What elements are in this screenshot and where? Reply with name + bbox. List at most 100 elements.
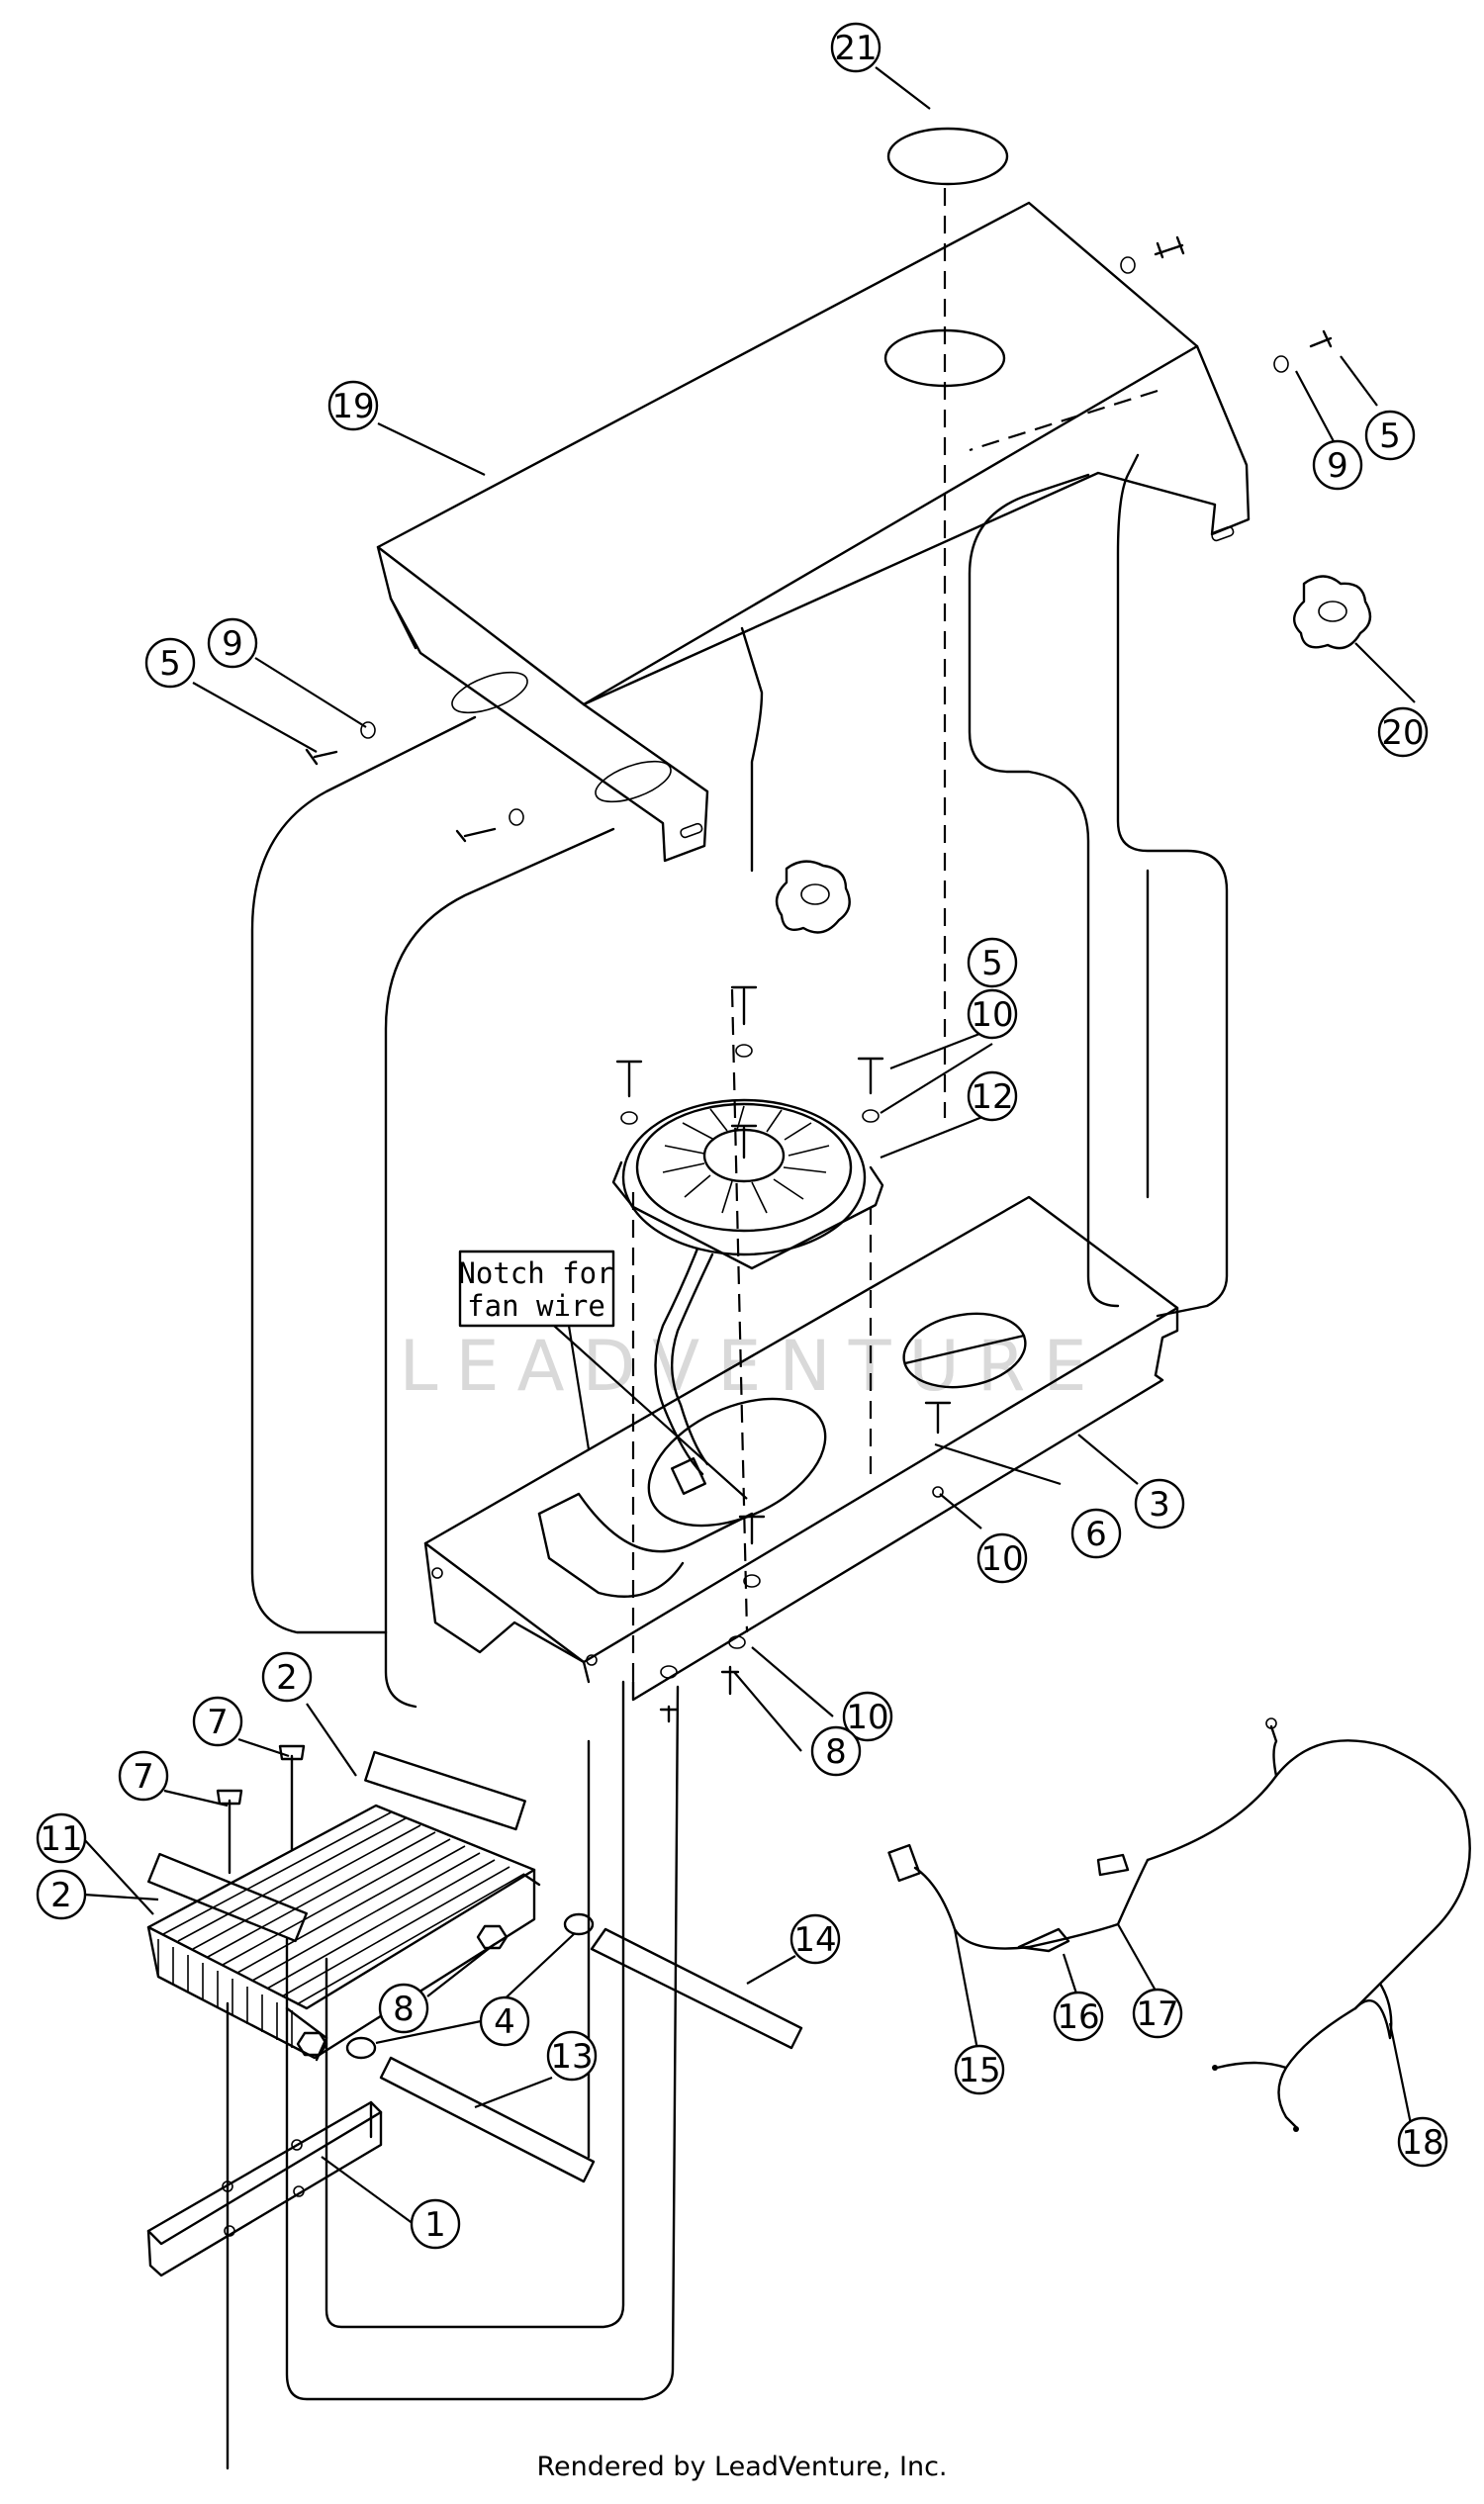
callout-2-pad-lower-circle (36, 1869, 87, 1920)
callout-13-hose-short-label: 13 (550, 2037, 593, 2077)
callout-8-nut-bracket: 8 (810, 1725, 862, 1777)
callout-3-bracket-label: 3 (1149, 1485, 1170, 1525)
callout-7-bolt-short: 7 (118, 1750, 169, 1802)
callout-14-hose-long-circle (789, 1913, 841, 1965)
callout-8-nut-bracket-circle (810, 1725, 862, 1777)
callout-10-fan-washer-label: 10 (971, 995, 1013, 1035)
callout-4-clamp: 4 (479, 1995, 530, 2047)
callout-7-bolt-long: 7 (192, 1696, 243, 1747)
callout-5-bolt-right-label: 5 (1379, 417, 1401, 456)
callout-1-channel-circle (410, 2198, 461, 2250)
callout-5-fan-bolt-label: 5 (981, 944, 1003, 983)
callout-16-clip-label: 16 (1057, 1997, 1099, 2037)
watermark-text: LEADVENTURE (399, 1326, 1104, 1407)
callout-11-cooler-label: 11 (40, 1819, 82, 1859)
callout-5-fan-bolt: 5 (967, 937, 1018, 988)
callout-9-washer-left-circle (207, 617, 258, 669)
knob-20-right (1293, 575, 1372, 650)
bolt-7-short (216, 1789, 243, 1875)
callout-15-harness: 15 (954, 2044, 1005, 2095)
callout-12-fan: 12 (967, 1070, 1018, 1122)
note-line-1: Notch for (458, 1256, 613, 1290)
callout-18-tie-label: 18 (1401, 2123, 1443, 2163)
cover-19 (376, 188, 1251, 1118)
callout-8-nut-bracket-label: 8 (825, 1732, 847, 1772)
clamp-4-a (563, 1912, 595, 1936)
callout-18-tie: 18 (1397, 2116, 1448, 2168)
callout-2-pad-upper-label: 2 (276, 1658, 298, 1698)
pad-2-lower (147, 1852, 308, 1943)
pad-2-upper (364, 1750, 526, 1831)
callout-4-clamp-label: 4 (494, 2002, 515, 2042)
callout-21-cap-label: 21 (834, 29, 877, 68)
callout-5-bolt-right-circle (1364, 410, 1416, 461)
callout-7-bolt-short-circle (118, 1750, 169, 1802)
callout-9-washer-right: 9 (1312, 439, 1363, 491)
callout-13-hose-short-circle (546, 2030, 598, 2082)
callout-14-hose-long-label: 14 (793, 1920, 836, 1960)
bolt-7-long (278, 1744, 306, 1852)
callout-5-bolt-right: 5 (1364, 410, 1416, 461)
leader-lines (82, 66, 1416, 2225)
callout-4-clamp-circle (479, 1995, 530, 2047)
callout-16-clip: 16 (1053, 1991, 1104, 2042)
callout-12-fan-circle (967, 1070, 1018, 1122)
callout-16-clip-circle (1053, 1991, 1104, 2042)
callout-17-clamp-label: 17 (1136, 1994, 1178, 2034)
callout-20-knob-circle (1377, 706, 1429, 758)
cap-21 (886, 127, 1009, 186)
cooler-11 (146, 1804, 541, 2062)
callout-8-nut-cooler-label: 8 (393, 1990, 415, 2029)
callout-20-knob: 20 (1377, 706, 1429, 758)
callout-9-washer-right-circle (1312, 439, 1363, 491)
credit-text: Rendered by LeadVenture, Inc. (536, 2452, 948, 2482)
callout-20-knob-label: 20 (1381, 713, 1424, 753)
callout-6-screw-label: 6 (1085, 1515, 1107, 1554)
knob-20-left (775, 860, 851, 934)
callout-10-washer-mid-label: 10 (980, 1539, 1023, 1579)
callout-2-pad-upper-circle (261, 1651, 313, 1703)
callout-10-fan-washer: 10 (967, 988, 1018, 1040)
callout-9-washer-left-label: 9 (222, 624, 243, 664)
callout-10-washer-mid-circle (976, 1532, 1028, 1584)
callout-15-harness-label: 15 (958, 2051, 1000, 2090)
clamp-4-b (345, 2036, 377, 2060)
note-line-2: fan wire (467, 1289, 605, 1323)
callout-5-fan-bolt-circle (967, 937, 1018, 988)
callout-10-washer-low: 10 (842, 1691, 893, 1742)
callout-6-screw: 6 (1070, 1508, 1122, 1559)
callout-11-cooler-circle (36, 1812, 87, 1864)
callout-19-cover: 19 (327, 380, 379, 431)
callout-12-fan-label: 12 (971, 1077, 1013, 1117)
callout-6-screw-circle (1070, 1508, 1122, 1559)
callout-19-cover-circle (327, 380, 379, 431)
nut-8-cooler-a (476, 1924, 509, 1950)
fan-12 (611, 1098, 884, 1495)
nut-8-cooler-b (296, 2031, 328, 2057)
callout-9-washer-left: 9 (207, 617, 258, 669)
callout-21-cap: 21 (830, 22, 881, 73)
callout-13-hose-short: 13 (546, 2030, 598, 2082)
callout-3-bracket-circle (1134, 1478, 1185, 1530)
callout-21-cap-circle (830, 22, 881, 73)
callout-19-cover-label: 19 (331, 387, 374, 426)
callout-1-channel-label: 1 (424, 2205, 446, 2245)
callout-7-bolt-long-label: 7 (207, 1703, 229, 1742)
callout-10-washer-low-circle (842, 1691, 893, 1742)
harness (887, 1717, 1471, 2132)
callout-10-washer-low-label: 10 (846, 1698, 888, 1737)
callout-10-washer-mid: 10 (976, 1532, 1028, 1584)
callout-5-bolt-left-circle (144, 637, 196, 689)
cover-fasteners (305, 235, 1333, 843)
callout-1-channel: 1 (410, 2198, 461, 2250)
callout-11-cooler: 11 (36, 1812, 87, 1864)
callout-8-nut-cooler: 8 (378, 1983, 429, 2034)
hose-13 (379, 2056, 596, 2183)
channel-1 (146, 2100, 383, 2277)
callout-7-bolt-long-circle (192, 1696, 243, 1747)
callout-2-pad-upper: 2 (261, 1651, 313, 1703)
callout-14-hose-long: 14 (789, 1913, 841, 1965)
callout-2-pad-lower-label: 2 (50, 1876, 72, 1915)
